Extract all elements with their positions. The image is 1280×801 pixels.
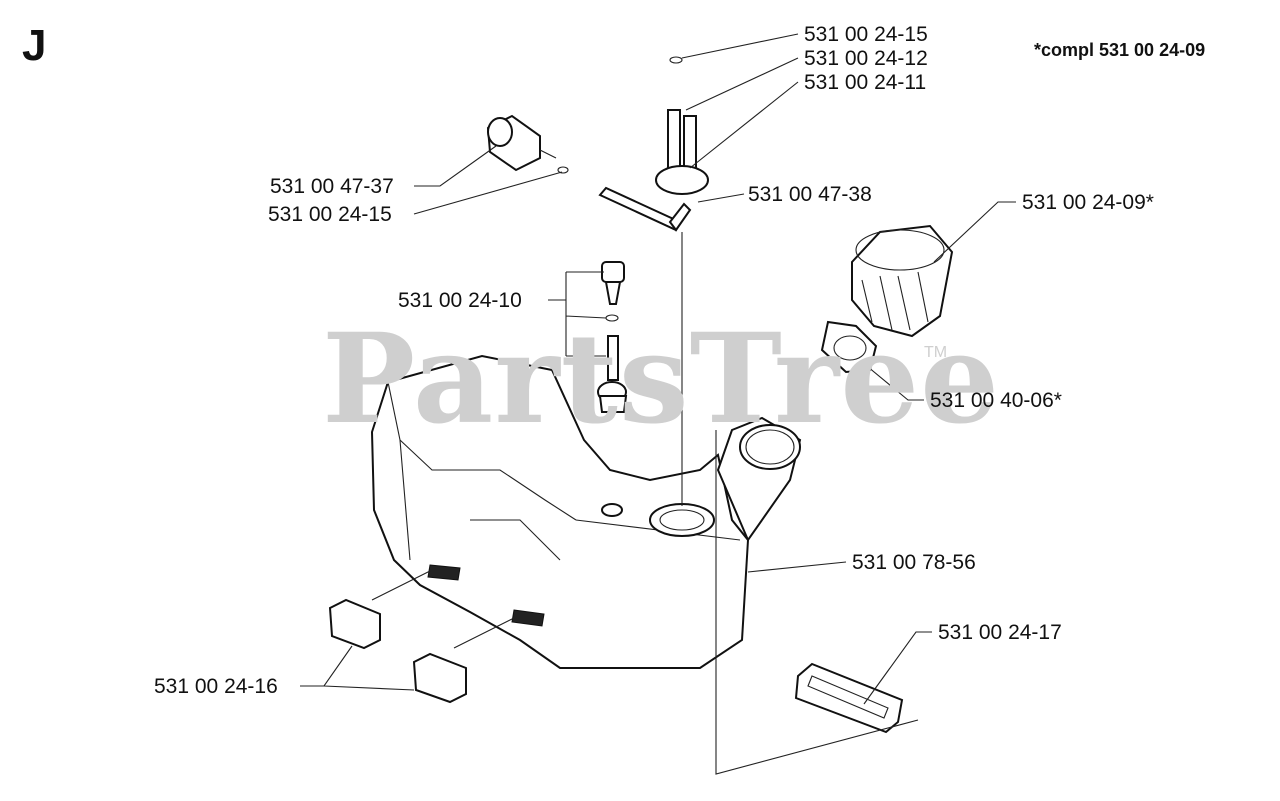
fuel-tank	[370, 354, 802, 669]
watermark: PartsTree	[322, 307, 1001, 452]
part-label-tank-seal[interactable]: 531 00 24-17	[938, 621, 1062, 644]
fuel-filter	[486, 114, 557, 172]
part-label-o-ring-filter[interactable]: 531 00 24-15	[268, 203, 392, 226]
grommets	[328, 598, 467, 704]
tank-seal	[794, 662, 904, 734]
leader-lines	[300, 33, 1016, 775]
part-label-filler-cap[interactable]: 531 00 24-09*	[1022, 191, 1154, 214]
part-label-o-ring-top[interactable]: 531 00 24-15	[804, 23, 928, 46]
part-label-grommet-valve[interactable]: 531 00 24-11	[804, 71, 927, 94]
part-label-grommets[interactable]: 531 00 24-16	[154, 675, 278, 698]
cap-gasket	[820, 320, 878, 374]
part-label-fuel-hose[interactable]: 531 00 47-38	[748, 183, 872, 206]
fuel-hose	[557, 56, 709, 232]
section-letter: J	[22, 21, 47, 70]
compl-note: *compl 531 00 24-09	[1034, 40, 1206, 60]
part-label-return-pipe[interactable]: 531 00 24-10	[398, 289, 522, 312]
return-pipe	[597, 261, 628, 413]
filler-cap	[851, 224, 954, 338]
part-label-cap-gasket[interactable]: 531 00 40-06*	[930, 389, 1062, 412]
part-label-fuel-filter[interactable]: 531 00 47-37	[270, 175, 394, 198]
part-label-vent-pipe[interactable]: 531 00 24-12	[804, 47, 928, 70]
part-label-fuel-tank[interactable]: 531 00 78-56	[852, 551, 976, 574]
trademark-mark: TM	[924, 344, 948, 361]
